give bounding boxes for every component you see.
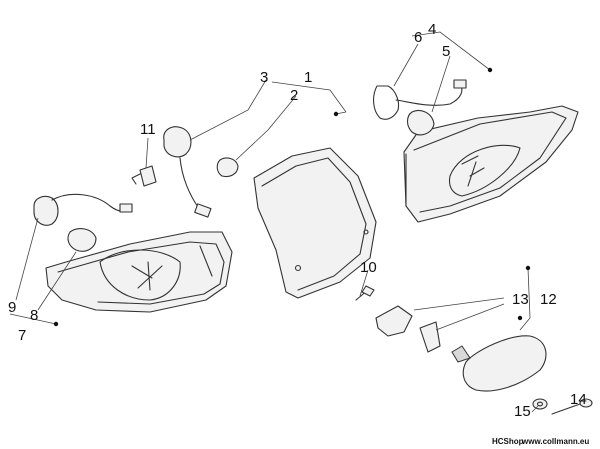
bracket-dots (53, 67, 531, 327)
callout-8: 8 (30, 307, 38, 324)
screw-10 (355, 285, 375, 301)
callout-15: 15 (514, 403, 531, 420)
right-tail-light (403, 105, 579, 223)
callout-4: 4 (428, 21, 436, 38)
left-tail-light (45, 231, 233, 313)
license-light-lens (451, 335, 547, 392)
callouts: 1 2 3 4 5 6 7 8 9 10 11 12 13 14 15 (8, 21, 587, 420)
center-socket-wire (163, 126, 212, 218)
callout-2: 2 (290, 87, 298, 104)
callout-12: 12 (540, 291, 557, 308)
callout-9: 9 (8, 299, 16, 316)
watermark-prefix: HCShop (492, 437, 524, 446)
callout-13: 13 (512, 291, 529, 308)
washer (532, 398, 548, 410)
watermark-site: www.collmann.eu (521, 437, 589, 446)
callout-7: 7 (18, 327, 26, 344)
callout-3: 3 (260, 69, 268, 86)
left-bulb-socket-wire (33, 193, 133, 252)
callout-6: 6 (414, 29, 422, 46)
clip (131, 165, 157, 187)
callout-1: 1 (304, 69, 312, 86)
center-bulb (216, 157, 239, 178)
screw-14 (551, 398, 593, 415)
callout-11: 11 (140, 121, 156, 138)
leader-lines (9, 31, 539, 413)
watermark: HCShop www.collmann.eu (492, 437, 589, 446)
callout-5: 5 (442, 43, 450, 60)
license-light-socket (375, 305, 441, 353)
callout-10: 10 (360, 259, 377, 276)
center-housing (253, 147, 377, 299)
right-bulb-socket-wire (373, 79, 467, 136)
callout-14: 14 (570, 391, 587, 408)
